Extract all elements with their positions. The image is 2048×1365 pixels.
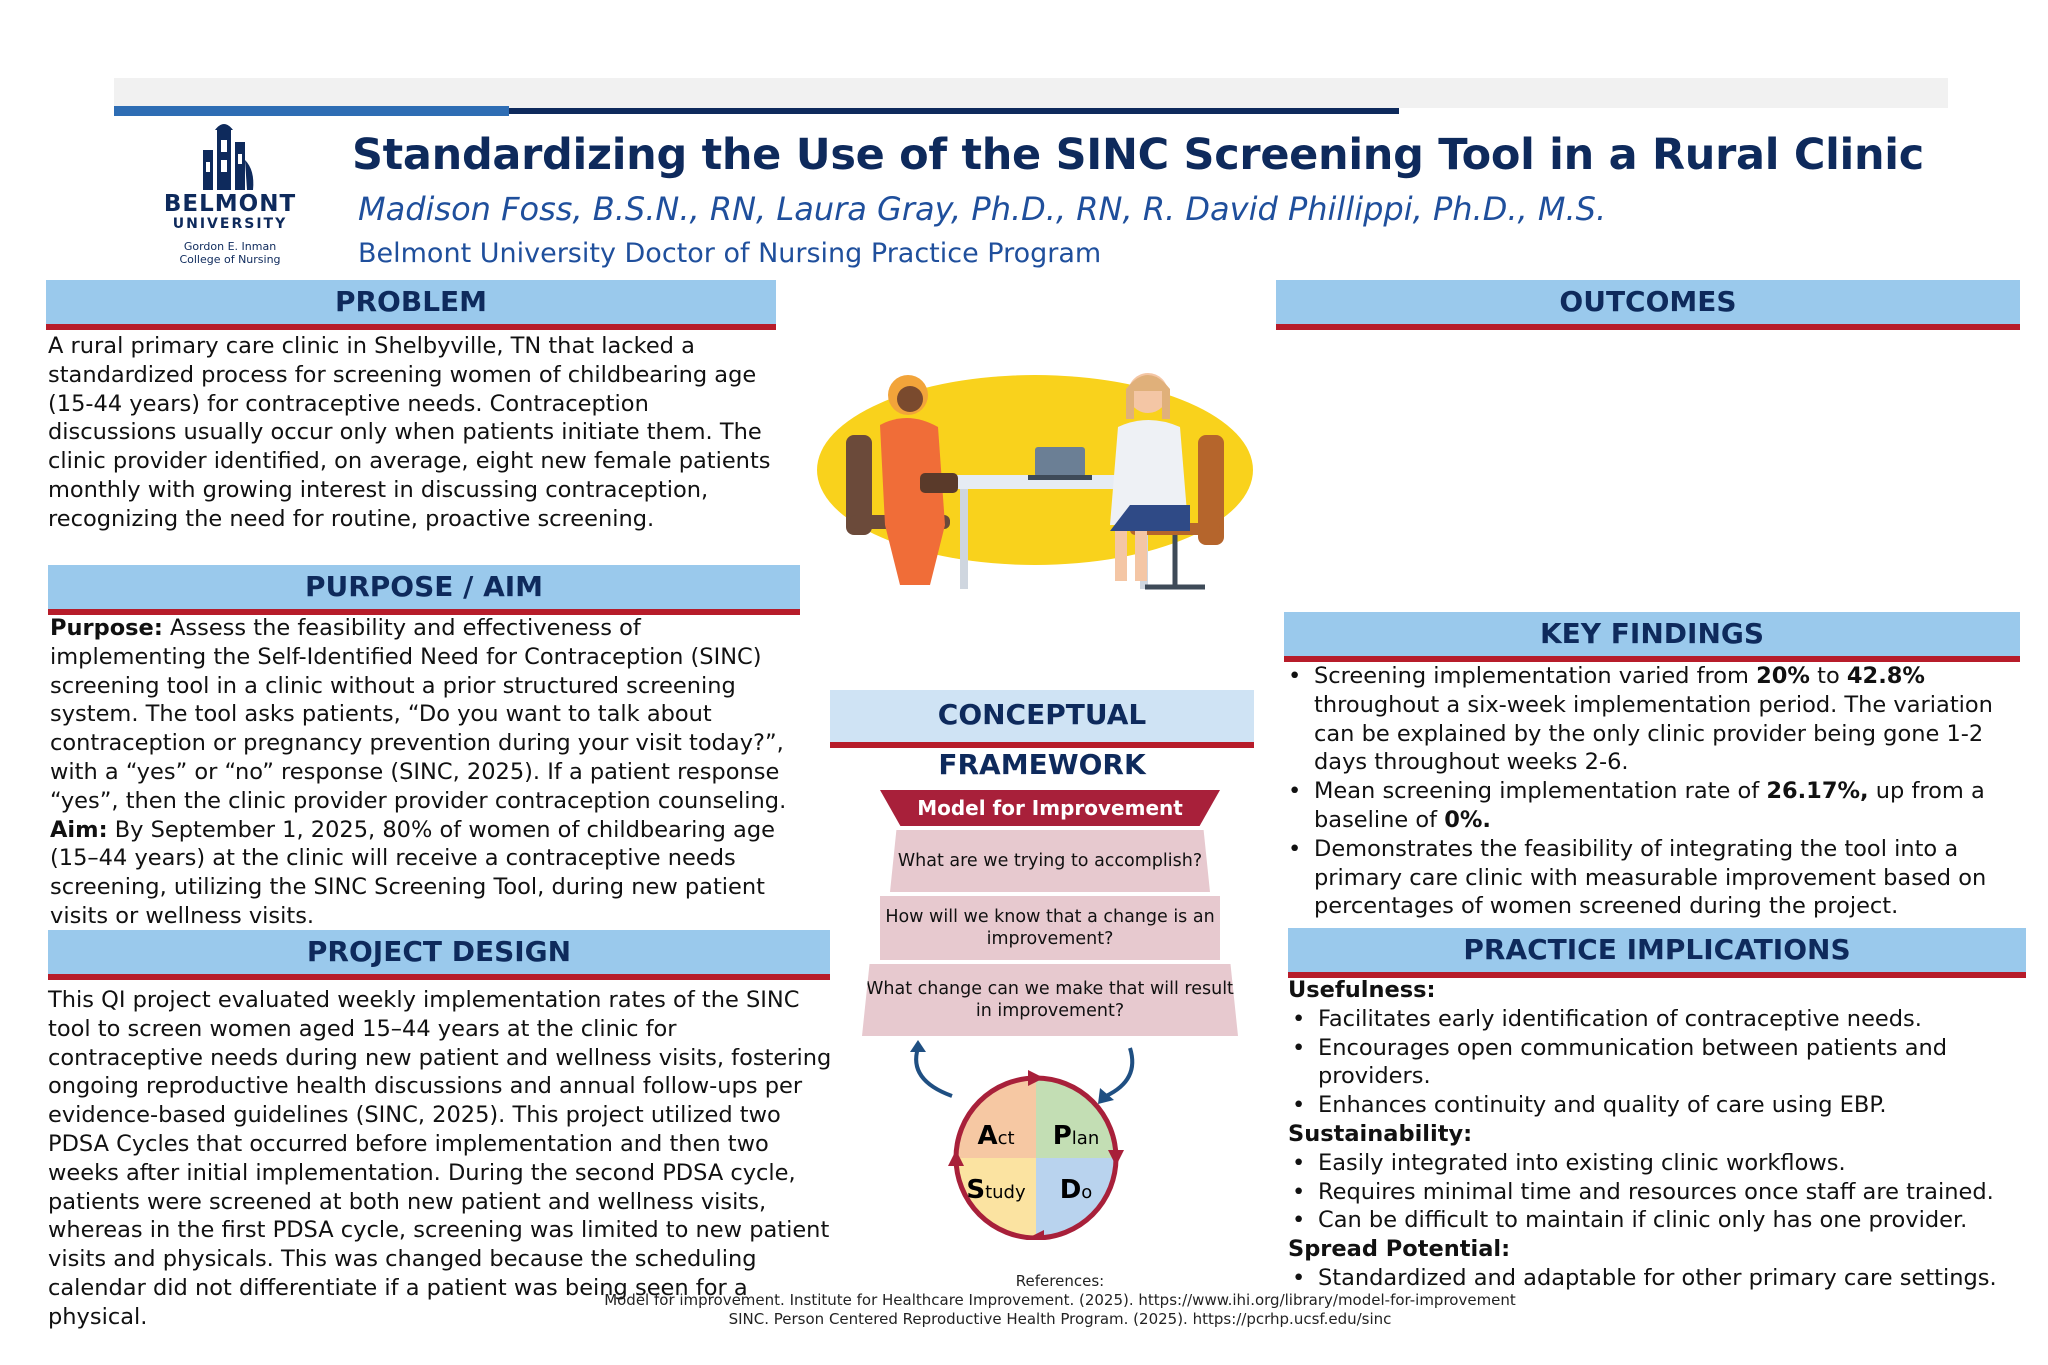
finding-item: Demonstrates the feasibility of integrat… <box>1284 835 2024 921</box>
right-curve-arrow-icon <box>1105 1047 1135 1098</box>
sustainability-label: Sustainability: <box>1288 1120 1473 1147</box>
list-item: Easily integrated into existing clinic w… <box>1288 1149 2028 1178</box>
clinic-consultation-illustration <box>817 373 1253 590</box>
reference-item: Model for improvement. Institute for Hea… <box>604 1291 1516 1309</box>
question-aim: What are we trying to accomplish? <box>890 830 1210 892</box>
act-label: Act <box>977 1121 1014 1151</box>
findings-list-block: Screening implementation varied from 20%… <box>1284 662 2024 921</box>
implications-block: Usefulness: Facilitates early identifica… <box>1288 976 2028 1293</box>
question-change: What change can we make that will result… <box>862 964 1238 1036</box>
usefulness-list: Facilitates early identification of cont… <box>1288 1005 2028 1120</box>
plan-quadrant <box>1036 1080 1114 1158</box>
purpose-text-block: Purpose: Assess the feasibility and effe… <box>50 614 800 931</box>
poster-program: Belmont University Doctor of Nursing Pra… <box>358 238 1102 269</box>
logo-college-line1: Gordon E. Inman <box>183 240 277 253</box>
top-accent-bar-blue <box>114 106 509 116</box>
problem-heading: PROBLEM <box>46 280 776 330</box>
question-measure: How will we know that a change is an imp… <box>880 896 1220 960</box>
cycle-arrow-icon <box>948 1150 964 1166</box>
study-quadrant <box>958 1158 1036 1236</box>
finding-item: Screening implementation varied from 20%… <box>1284 662 2024 777</box>
do-label: Do <box>1060 1175 1093 1205</box>
sustainability-list: Easily integrated into existing clinic w… <box>1288 1149 2028 1235</box>
left-curve-arrow-icon <box>914 1047 953 1098</box>
cycle-arrow-icon <box>1028 1070 1044 1086</box>
implications-heading: PRACTICE IMPLICATIONS <box>1288 928 2026 978</box>
design-text: This QI project evaluated weekly impleme… <box>48 987 832 1330</box>
plan-label: Plan <box>1053 1121 1100 1151</box>
spread-label: Spread Potential: <box>1288 1236 1511 1263</box>
belmont-logo: BELMONT UNIVERSITY Gordon E. Inman Colle… <box>150 120 310 280</box>
design-heading: PROJECT DESIGN <box>48 930 830 980</box>
list-item: Facilitates early identification of cont… <box>1288 1005 2028 1034</box>
logo-college-line2: College of Nursing <box>179 253 281 266</box>
cycle-arrow-icon <box>1028 1230 1044 1240</box>
list-item: Enhances continuity and quality of care … <box>1288 1091 2028 1120</box>
top-banner-bar <box>114 78 1948 108</box>
logo-college: Gordon E. Inman College of Nursing <box>150 240 310 266</box>
study-label: Study <box>966 1175 1026 1205</box>
purpose-text: Assess the feasibility and effectiveness… <box>50 615 787 814</box>
usefulness-label: Usefulness: <box>1288 977 1436 1003</box>
model-title: Model for Improvement <box>880 790 1220 826</box>
reference-item: SINC. Person Centered Reproductive Healt… <box>728 1310 1392 1328</box>
problem-text: A rural primary care clinic in Shelbyvil… <box>48 333 771 532</box>
findings-heading: KEY FINDINGS <box>1284 612 2020 662</box>
finding-item: Mean screening implementation rate of 26… <box>1284 777 2024 835</box>
purpose-label: Purpose: <box>50 615 163 641</box>
do-quadrant <box>1036 1158 1114 1236</box>
logo-name: BELMONT <box>163 191 297 217</box>
spread-list: Standardized and adaptable for other pri… <box>1288 1264 2028 1293</box>
references-label: References: <box>1015 1272 1105 1290</box>
poster-title: Standardizing the Use of the SINC Screen… <box>352 130 1924 180</box>
poster-authors: Madison Foss, B.S.N., RN, Laura Gray, Ph… <box>358 190 1607 228</box>
aim-text: By September 1, 2025, 80% of women of ch… <box>50 816 775 929</box>
list-item: Can be difficult to maintain if clinic o… <box>1288 1206 2028 1235</box>
act-quadrant <box>958 1080 1036 1158</box>
list-item: Encourages open communication between pa… <box>1288 1034 2028 1092</box>
purpose-heading: PURPOSE / AIM <box>48 565 800 615</box>
cycle-arrow-icon <box>1108 1150 1124 1166</box>
framework-heading: CONCEPTUAL FRAMEWORK <box>830 690 1254 781</box>
list-item: Requires minimal time and resources once… <box>1288 1178 2028 1207</box>
logo-university: UNIVERSITY <box>172 216 288 232</box>
tower-icon <box>203 124 254 190</box>
outcomes-heading: OUTCOMES <box>1276 280 2020 330</box>
list-item: Standardized and adaptable for other pri… <box>1288 1264 2028 1293</box>
findings-list: Screening implementation varied from 20%… <box>1284 662 2024 921</box>
top-accent-bar-navy <box>509 108 1399 114</box>
references: References: Model for improvement. Insti… <box>560 1272 1560 1329</box>
aim-label: Aim: <box>50 816 108 843</box>
pdsa-cycle: Act Plan Study Do <box>910 1040 1135 1240</box>
